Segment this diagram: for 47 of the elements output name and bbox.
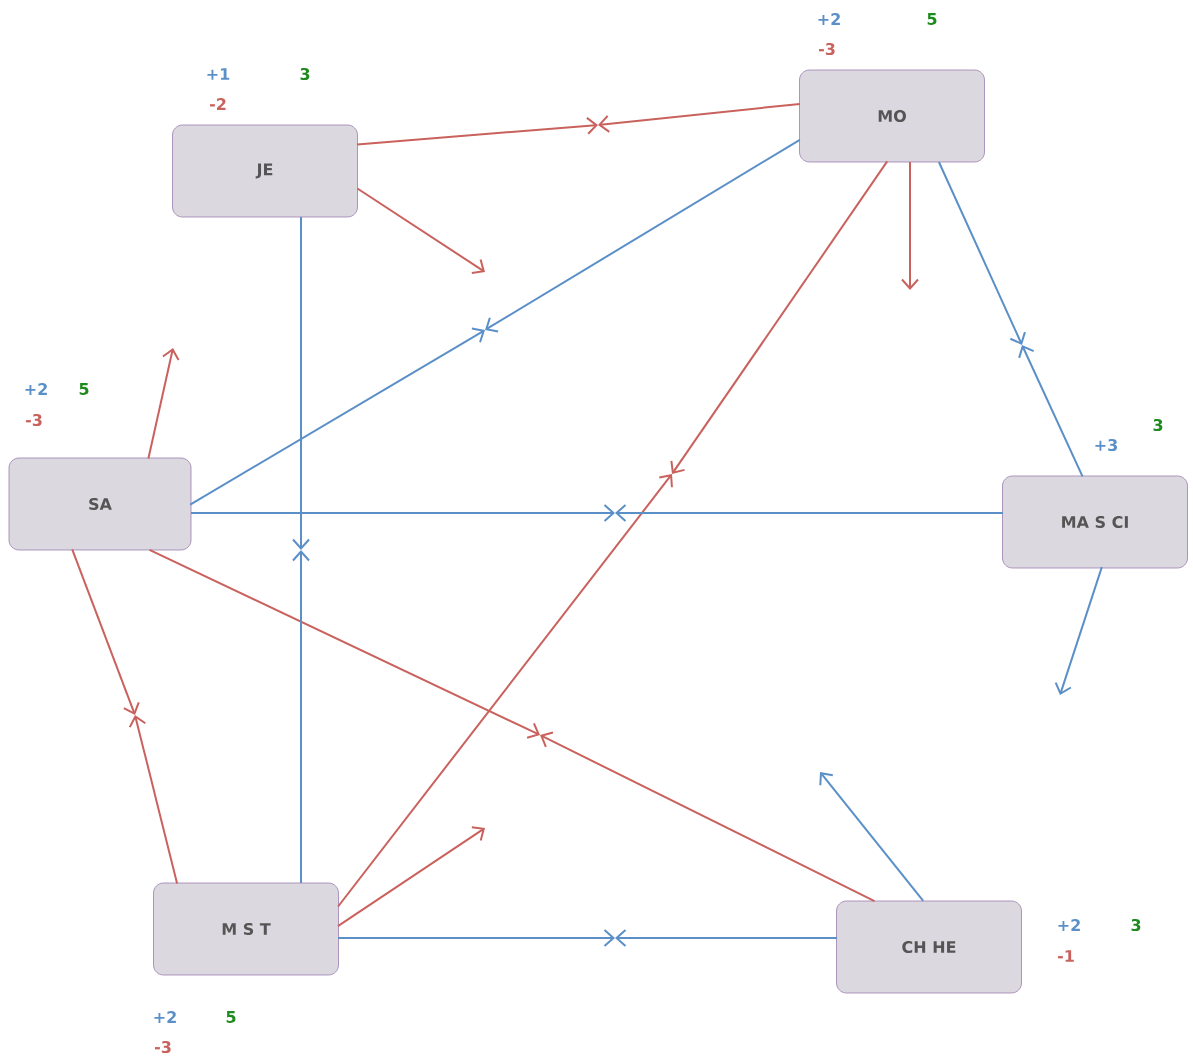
arrow	[71, 548, 140, 715]
arrow	[147, 348, 180, 460]
arrow	[670, 160, 889, 474]
score-label: 5	[226, 1011, 236, 1023]
score-label: -3	[155, 1040, 171, 1054]
person-box: M S T	[153, 882, 339, 976]
person-box: CH HE	[836, 900, 1022, 994]
score-label: -3	[819, 42, 835, 56]
score-label: 5	[79, 383, 89, 395]
arrow	[337, 929, 615, 947]
arrow	[356, 187, 485, 274]
score-label: +2	[25, 383, 47, 395]
arrow	[819, 772, 925, 902]
arrow	[540, 731, 876, 903]
arrow	[337, 474, 673, 908]
arrow	[901, 161, 919, 290]
arrow	[937, 161, 1026, 345]
score-label: +2	[818, 13, 840, 25]
score-label: +3	[1095, 438, 1117, 452]
score-label: 5	[927, 13, 937, 25]
arrow	[128, 715, 179, 885]
arrow	[615, 504, 1004, 522]
score-label: +2	[154, 1011, 176, 1023]
arrow	[356, 116, 598, 146]
score-label: -3	[26, 413, 42, 427]
arrow	[148, 548, 540, 739]
person-box: MA S CI	[1002, 475, 1188, 569]
score-label: -1	[1058, 950, 1074, 962]
arrow	[598, 102, 801, 133]
person-box: MO	[799, 69, 985, 163]
arrow	[1054, 566, 1103, 695]
arrow	[336, 826, 485, 928]
person-box: JE	[172, 124, 358, 218]
arrow	[292, 216, 310, 550]
arrow	[485, 138, 801, 333]
arrow	[190, 504, 615, 522]
arrow	[1018, 345, 1084, 478]
person-box: SA	[8, 457, 192, 551]
arrow	[189, 327, 485, 506]
score-label: 3	[1153, 418, 1163, 432]
score-label: 3	[1131, 918, 1141, 932]
arrow	[292, 550, 310, 884]
score-label: 3	[300, 67, 310, 81]
arrow	[615, 929, 838, 947]
score-label: +1	[207, 68, 230, 80]
score-label: -2	[210, 98, 226, 110]
score-label: +2	[1058, 919, 1080, 931]
